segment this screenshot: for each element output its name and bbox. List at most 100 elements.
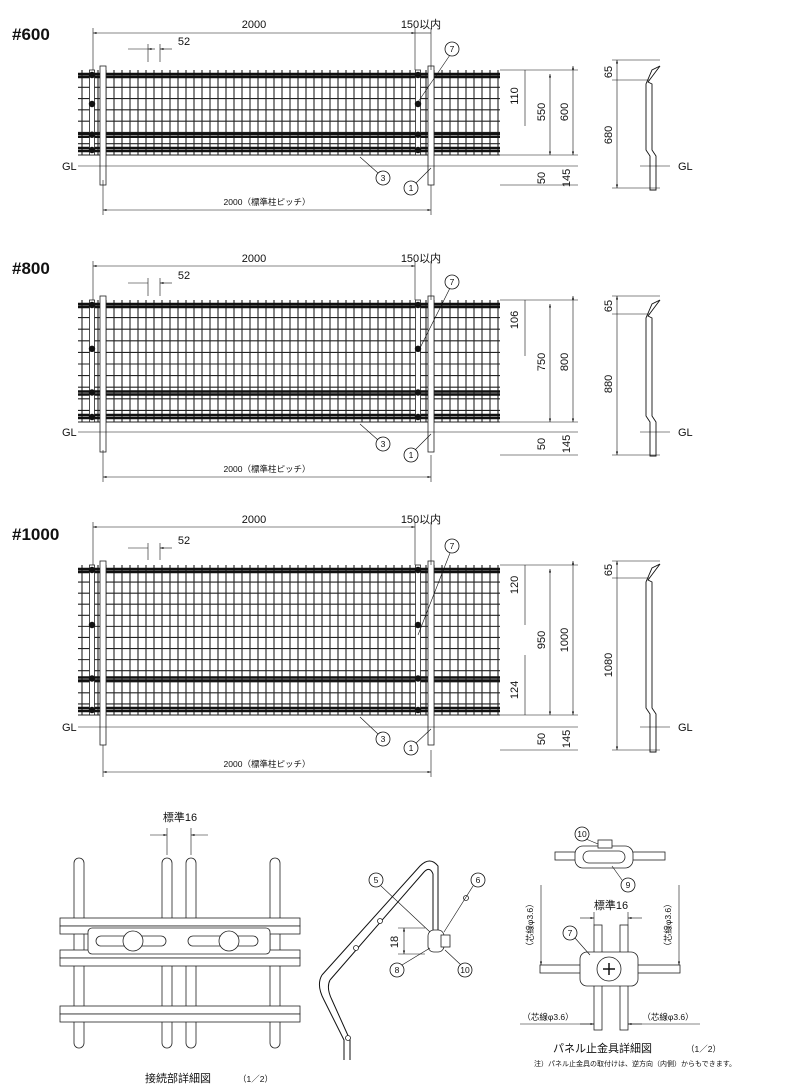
dim-mesh-height: 750 bbox=[536, 353, 548, 371]
clip-point bbox=[414, 345, 422, 352]
dim-top-gap: 120 bbox=[509, 576, 521, 594]
callout-1: 1 bbox=[409, 183, 414, 193]
post bbox=[99, 560, 107, 746]
side-gl-label: GL bbox=[678, 722, 693, 734]
edge-post bbox=[89, 564, 95, 716]
clip-point bbox=[88, 345, 96, 352]
dim-embed: 50 bbox=[536, 438, 548, 450]
dim-embed: 50 bbox=[536, 733, 548, 745]
panel-1000: #1000 2000 150以内 52 GL 2000（標準柱ピッチ） 120 … bbox=[12, 512, 693, 777]
panel-title: #1000 bbox=[12, 525, 59, 544]
dim-post-pitch: 2000（標準柱ピッチ） bbox=[224, 197, 311, 207]
post bbox=[99, 65, 107, 186]
post bbox=[427, 295, 435, 453]
edge-post bbox=[89, 299, 95, 423]
clip-point bbox=[88, 301, 96, 309]
edge-post bbox=[415, 299, 421, 423]
post-bracket-detail: 18 5 6 8 10 bbox=[318, 860, 486, 1060]
callout-7: 7 bbox=[450, 44, 455, 54]
callout-3: 3 bbox=[381, 173, 386, 183]
clip-note: 注）パネル止金具の取付けは、逆方向（内側）からもできます。 bbox=[534, 1059, 736, 1068]
clip-point bbox=[88, 131, 96, 138]
dim-side-top: 65 bbox=[603, 66, 615, 78]
wire-bottom-left-label: （芯線φ3.6） bbox=[522, 1012, 573, 1022]
dim-ground: 145 bbox=[561, 730, 573, 748]
clip-point bbox=[414, 675, 422, 682]
joint-caption: 接続部詳細図 bbox=[145, 1071, 211, 1085]
dim-ground: 145 bbox=[561, 435, 573, 453]
callout-7: 7 bbox=[450, 541, 455, 551]
side-view: 65 1080 GL bbox=[603, 560, 693, 753]
post-dim-label: 18 bbox=[389, 936, 401, 948]
wire-right-label: （芯線φ3.6） bbox=[663, 899, 673, 950]
clip-point bbox=[414, 706, 422, 714]
side-gl-label: GL bbox=[678, 427, 693, 439]
edge-post bbox=[89, 69, 95, 156]
dim-ground: 145 bbox=[561, 169, 573, 187]
post bbox=[99, 295, 107, 453]
clip-point bbox=[88, 621, 96, 629]
clip-point bbox=[88, 100, 96, 108]
dim-width: 2000 bbox=[242, 19, 266, 31]
clip-point bbox=[88, 71, 96, 79]
clip-point bbox=[414, 100, 422, 108]
clip-point bbox=[88, 675, 96, 682]
dim-post-pitch: 2000（標準柱ピッチ） bbox=[224, 759, 311, 769]
post bbox=[427, 65, 435, 186]
clip-point bbox=[414, 146, 422, 154]
panel-800: #800 2000 150以内 52 GL 2000（標準柱ピッチ） 106 7… bbox=[12, 251, 693, 482]
clip-point bbox=[88, 706, 96, 714]
clip-point bbox=[414, 621, 422, 629]
callout-10: 10 bbox=[577, 829, 587, 839]
dim-side-height: 680 bbox=[603, 126, 615, 144]
dim-embed: 50 bbox=[536, 172, 548, 184]
clip-point bbox=[88, 413, 96, 421]
joint-dim-label: 標準16 bbox=[163, 810, 197, 824]
clip-point bbox=[88, 146, 96, 154]
callout-7: 7 bbox=[568, 928, 573, 938]
callout-3: 3 bbox=[381, 734, 386, 744]
clip-point bbox=[414, 131, 422, 138]
callout-8: 8 bbox=[395, 965, 400, 975]
panel-600: #600 2000 150以内 52 GL 2000（標準柱ピッチ） 110 5… bbox=[12, 17, 693, 215]
side-gl-label: GL bbox=[678, 161, 693, 173]
callout-7: 7 bbox=[450, 277, 455, 287]
dim-overhang: 150以内 bbox=[401, 17, 441, 31]
clip-point bbox=[414, 71, 422, 79]
post bbox=[427, 560, 435, 746]
clip-detail: 10 9 標準16 （芯線φ3.6） （芯線φ3.6） 7 （芯線φ3.6） （… bbox=[520, 826, 736, 1068]
dim-side-top: 65 bbox=[603, 564, 615, 576]
callout-3: 3 bbox=[381, 439, 386, 449]
dim-panel-height: 600 bbox=[559, 103, 571, 121]
dim-panel-height: 1000 bbox=[559, 628, 571, 652]
joint-detail: 標準16 接続部詳細図 （1／2） bbox=[59, 810, 301, 1085]
mesh-grid bbox=[78, 295, 500, 453]
dim-side-top: 65 bbox=[603, 300, 615, 312]
gl-label: GL bbox=[62, 161, 77, 173]
dim-pitch: 52 bbox=[178, 270, 190, 282]
callout-5: 5 bbox=[374, 875, 379, 885]
callout-9: 9 bbox=[626, 880, 631, 890]
dim-side-height: 1080 bbox=[603, 653, 615, 677]
dim-mesh-height: 950 bbox=[536, 631, 548, 649]
dim-side-height: 880 bbox=[603, 375, 615, 393]
clip-point bbox=[88, 566, 96, 574]
joint-scale: （1／2） bbox=[238, 1074, 273, 1084]
dim-mesh-height: 550 bbox=[536, 103, 548, 121]
clip-point bbox=[414, 389, 422, 396]
edge-post bbox=[415, 564, 421, 716]
dim-bottom-gap: 124 bbox=[509, 681, 521, 699]
edge-post bbox=[415, 69, 421, 156]
dim-width: 2000 bbox=[242, 514, 266, 526]
clip-point bbox=[414, 413, 422, 421]
gl-label: GL bbox=[62, 427, 77, 439]
callout-6: 6 bbox=[476, 875, 481, 885]
callout-1: 1 bbox=[409, 450, 414, 460]
dim-pitch: 52 bbox=[178, 36, 190, 48]
mesh-front-view bbox=[78, 65, 500, 186]
dim-pitch: 52 bbox=[178, 535, 190, 547]
side-view: 65 680 GL bbox=[603, 59, 693, 191]
callout-10: 10 bbox=[460, 965, 470, 975]
dim-top-gap: 110 bbox=[509, 87, 521, 105]
